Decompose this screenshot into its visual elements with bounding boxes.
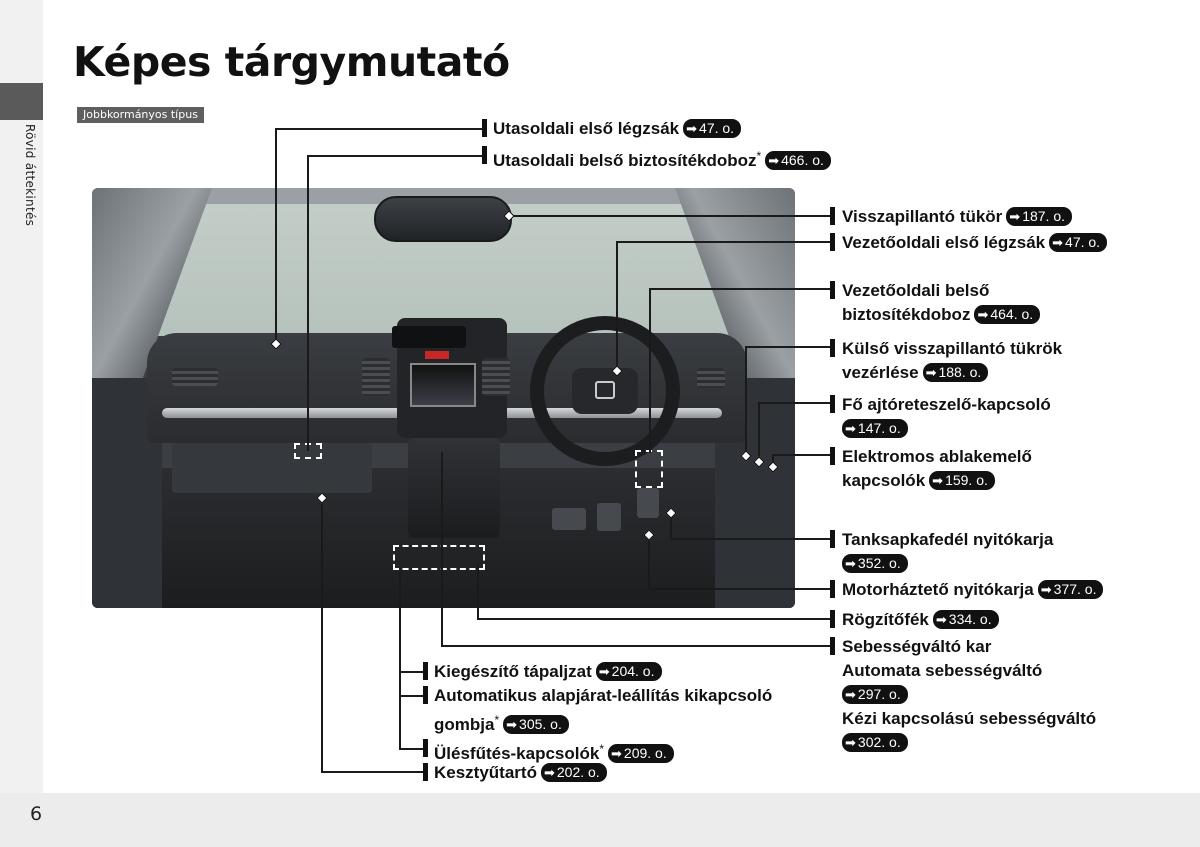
gear-tunnel <box>408 438 500 538</box>
page-ref[interactable]: ➡302. o. <box>842 733 908 752</box>
label-rearview-mirror[interactable]: Visszapillantó tükör➡187. o. <box>842 205 1073 229</box>
label-idle-stop-off-button[interactable]: Automatikus alapjárat-leállítás kikapcso… <box>434 686 773 734</box>
switch-panel-highlight <box>393 545 485 570</box>
arrow-right-icon: ➡ <box>845 556 856 571</box>
page-ref[interactable]: ➡464. o. <box>974 305 1041 324</box>
page-ref[interactable]: ➡305. o. <box>503 715 569 734</box>
arrow-right-icon: ➡ <box>598 664 610 679</box>
arrow-right-icon: ➡ <box>611 746 622 761</box>
arrow-right-icon: ➡ <box>977 307 989 322</box>
page-number: 6 <box>30 803 43 825</box>
page-ref[interactable]: ➡187. o. <box>1006 207 1073 226</box>
arrow-right-icon: ➡ <box>845 687 856 702</box>
page-ref[interactable]: ➡202. o. <box>540 763 607 782</box>
label-power-window-switches[interactable]: Elektromos ablakemelő kapcsolók➡159. o. <box>842 447 1032 490</box>
page-ref[interactable]: ➡297. o. <box>842 685 908 704</box>
glovebox <box>172 443 372 493</box>
arrow-right-icon: ➡ <box>925 365 937 380</box>
driver-fusebox-highlight <box>635 450 663 488</box>
arrow-right-icon: ➡ <box>845 421 856 436</box>
label-driver-fusebox[interactable]: Vezetőoldali belső biztosítékdoboz➡464. … <box>842 279 1041 327</box>
page-title: Képes tárgymutató <box>73 38 510 86</box>
page-ref[interactable]: ➡209. o. <box>608 744 674 763</box>
label-door-lock-switch[interactable]: Fő ajtóreteszelő-kapcsoló ➡147. o. <box>842 395 1051 438</box>
pedal <box>637 488 659 518</box>
pedal <box>552 508 586 530</box>
label-fuel-door-release[interactable]: Tanksapkafedél nyitókarja ➡352. o. <box>842 530 1054 573</box>
page-ref[interactable]: ➡466. o. <box>765 151 831 170</box>
footer-band <box>0 793 1200 847</box>
label-mirror-controls[interactable]: Külső visszapillantó tükrök vezérlése➡18… <box>842 339 1063 382</box>
arrow-right-icon: ➡ <box>935 612 947 627</box>
page-ref[interactable]: ➡334. o. <box>932 610 999 629</box>
label-passenger-airbag[interactable]: Utasoldali első légzsák➡47. o. <box>493 117 742 141</box>
label-hood-release[interactable]: Motorháztető nyitókarja➡377. o. <box>842 578 1104 602</box>
page-ref[interactable]: ➡47. o. <box>1049 233 1108 252</box>
vent-right <box>697 368 725 388</box>
pedal <box>597 503 621 531</box>
label-driver-airbag[interactable]: Vezetőoldali első légzsák➡47. o. <box>842 231 1108 255</box>
audio-screen <box>410 363 476 407</box>
label-accessory-socket[interactable]: Kiegészítő tápaljzat➡204. o. <box>434 660 662 684</box>
dashboard-illustration <box>92 188 795 608</box>
page-ref[interactable]: ➡159. o. <box>929 471 995 490</box>
label-passenger-fusebox[interactable]: Utasoldali belső biztosítékdoboz*➡466. o… <box>493 144 831 173</box>
label-glove-box[interactable]: Kesztyűtartó➡202. o. <box>434 761 607 785</box>
arrow-right-icon: ➡ <box>506 717 518 732</box>
arrow-right-icon: ➡ <box>932 473 944 488</box>
brand-logo-icon <box>595 381 615 399</box>
page-ref[interactable]: ➡147. o. <box>842 419 908 438</box>
section-tab[interactable] <box>0 83 43 120</box>
arrow-right-icon: ➡ <box>686 121 698 136</box>
page-ref[interactable]: ➡352. o. <box>842 554 908 573</box>
label-shift-lever[interactable]: Sebességváltó kar Automata sebességváltó… <box>842 637 1097 752</box>
vent-left <box>172 368 218 386</box>
side-strip <box>0 0 43 847</box>
arrow-right-icon: ➡ <box>1052 235 1064 250</box>
label-seat-heater-switches[interactable]: Ülésfűtés-kapcsolók*➡209. o. <box>434 737 674 766</box>
rearview-mirror <box>374 196 512 242</box>
arrow-right-icon: ➡ <box>1009 209 1021 224</box>
page-ref[interactable]: ➡377. o. <box>1037 580 1104 599</box>
variant-badge: Jobbkormányos típus <box>77 107 204 123</box>
steering-hub <box>572 368 638 414</box>
label-parking-brake[interactable]: Rögzítőfék➡334. o. <box>842 608 999 632</box>
hazard-button <box>425 351 449 359</box>
arrow-right-icon: ➡ <box>768 153 780 168</box>
page-ref[interactable]: ➡204. o. <box>595 662 662 681</box>
page-ref[interactable]: ➡47. o. <box>683 119 742 138</box>
arrow-right-icon: ➡ <box>1040 582 1052 597</box>
arrow-right-icon: ➡ <box>845 735 856 750</box>
info-display <box>392 326 466 348</box>
page-ref[interactable]: ➡188. o. <box>922 363 989 382</box>
section-tab-label: Rövid áttekintés <box>23 124 37 227</box>
vent-center-right <box>482 358 510 396</box>
vent-center-left <box>362 358 390 396</box>
arrow-right-icon: ➡ <box>543 765 555 780</box>
